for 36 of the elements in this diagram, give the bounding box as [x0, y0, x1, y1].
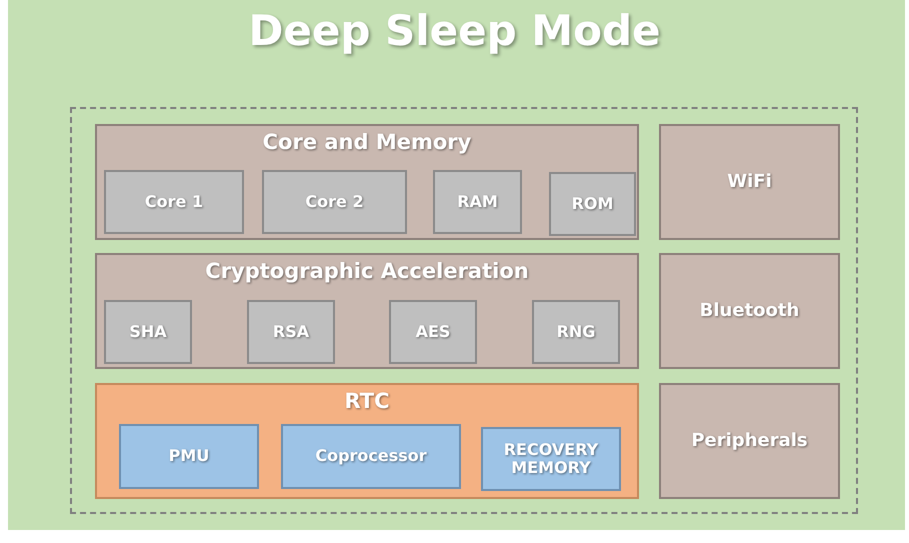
component-label: Bluetooth	[700, 300, 800, 322]
component-label: PMU	[168, 447, 210, 466]
title: Deep Sleep Mode	[247, 6, 662, 55]
component-label: Core 1	[144, 192, 204, 212]
component-box	[119, 424, 259, 489]
component-box	[481, 427, 621, 491]
component-box	[247, 300, 335, 364]
group-panel	[95, 383, 639, 499]
module-box	[659, 253, 840, 369]
component-label: RAM	[457, 192, 498, 212]
component-label: RNG	[556, 322, 596, 342]
group-title: Cryptographic Acceleration	[204, 259, 530, 283]
group-panel	[95, 124, 639, 240]
component-label: WiFi	[727, 172, 772, 192]
component-label: RECOVERY MEMORY	[502, 440, 600, 478]
component-box	[389, 300, 477, 364]
dashed-frame	[70, 107, 858, 514]
component-label: Core 2	[305, 192, 364, 212]
group-title: Core and Memory	[262, 130, 472, 154]
component-label: Coprocessor	[315, 447, 427, 466]
component-label: AES	[416, 322, 450, 342]
component-label: SHA	[129, 322, 167, 342]
component-box	[262, 170, 407, 234]
module-box	[659, 383, 840, 499]
component-box	[281, 424, 461, 489]
component-box	[549, 172, 636, 236]
component-box	[433, 170, 522, 234]
group-title: RTC	[344, 389, 390, 413]
component-label: Peripherals	[691, 430, 808, 452]
component-label: ROM	[572, 194, 614, 214]
component-label: RSA	[272, 322, 310, 342]
component-box	[532, 300, 620, 364]
component-box	[104, 170, 244, 234]
module-box	[659, 124, 840, 240]
group-panel	[95, 253, 639, 369]
component-box	[104, 300, 192, 364]
